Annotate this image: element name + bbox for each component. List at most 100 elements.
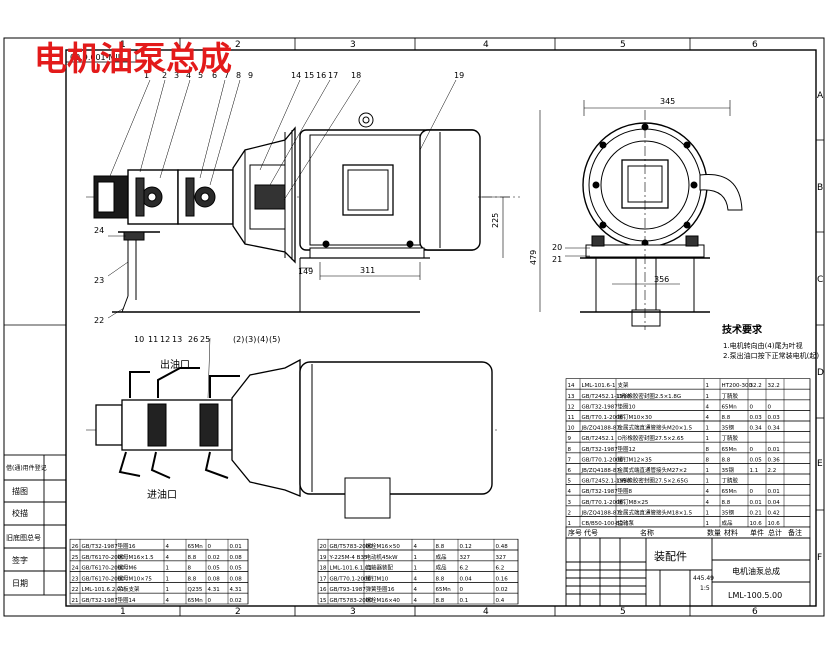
- bom-cell: 1: [706, 394, 710, 400]
- bom-cell: 垫圈14: [118, 596, 136, 604]
- svg-text:22: 22: [94, 316, 104, 325]
- bom-cell: 65Mn: [722, 447, 738, 453]
- svg-text:8: 8: [236, 71, 241, 80]
- bom-cell: GB/T6170-2000: [82, 576, 126, 582]
- svg-text:电机油泵总成: 电机油泵总成: [732, 566, 780, 576]
- bom-cell: 螺钉M10: [366, 574, 389, 582]
- zone-numbers-bottom: 1 2 3 4 5 6: [120, 607, 758, 617]
- bom-cell: 0.36: [768, 457, 781, 463]
- bom-cell: 14: [568, 383, 575, 389]
- svg-text:6: 6: [752, 40, 758, 50]
- bom-cell: 0.03: [768, 415, 781, 421]
- svg-text:LML-100.5.00: LML-100.5.00: [728, 591, 782, 600]
- svg-text:E: E: [817, 459, 823, 469]
- bom-cell: 4: [166, 544, 170, 550]
- bom-cell: GB/T32-1987: [82, 544, 119, 550]
- bom-cell: 4: [166, 598, 170, 604]
- bom-cell: 8.8: [722, 415, 731, 421]
- bom-cell: 35钢: [722, 508, 735, 516]
- bom-cell: 8.8: [722, 500, 731, 506]
- svg-text:3: 3: [174, 71, 179, 80]
- bom-cell: GB/T2452.1: [582, 436, 615, 442]
- svg-text:9: 9: [248, 71, 253, 80]
- bom-cell: GB/T32-1987: [82, 598, 119, 604]
- bom-cell: 0.04: [768, 500, 781, 506]
- bom-cell: LML-101.6-1: [582, 383, 616, 389]
- sheet-inner-border: [65, 49, 817, 607]
- bom-cell: GB/T6170-2000: [82, 566, 126, 572]
- front-view: [565, 100, 743, 330]
- svg-text:技术要求: 技术要求: [722, 323, 763, 336]
- svg-text:备注: 备注: [788, 528, 802, 537]
- side-view: [86, 79, 541, 319]
- bom-cell: 21: [72, 598, 79, 604]
- svg-text:B: B: [817, 183, 823, 193]
- overlay-title: 电机油泵总成: [34, 39, 232, 78]
- svg-text:1: 1: [144, 71, 149, 80]
- svg-text:24: 24: [94, 226, 104, 235]
- bom-cell: 8.8: [436, 544, 445, 550]
- bom-cell: 0: [208, 598, 212, 604]
- zone-letters-right: A B C D E F: [817, 91, 824, 563]
- svg-text:单件: 单件: [750, 528, 764, 537]
- bom-cell: 1: [706, 383, 710, 389]
- bom-cell: 65Mn: [722, 489, 738, 495]
- bom-cell: 0.4: [496, 598, 505, 604]
- title-block: [565, 537, 811, 607]
- svg-text:(3): (3): [245, 335, 256, 344]
- svg-text:20: 20: [552, 243, 562, 252]
- bom-cell: 螺栓M16×40: [366, 596, 401, 604]
- svg-text:17: 17: [328, 71, 338, 80]
- svg-text:445.49: 445.49: [693, 575, 714, 582]
- bom-cell: 1: [166, 587, 170, 593]
- bom-cell: 丁腈胶: [722, 392, 739, 400]
- svg-text:日期: 日期: [12, 579, 28, 588]
- svg-text:C: C: [817, 275, 823, 285]
- bom-cell: JB/ZQ4188-87: [581, 468, 621, 474]
- bom-cell: 垫圈8: [618, 487, 633, 495]
- bom-cell: GB/T2452.1-1990: [582, 394, 631, 400]
- bom-cell: 4.31: [230, 587, 242, 593]
- bom-cell: 0.02: [208, 555, 220, 561]
- bom-cell: 8.8: [436, 576, 445, 582]
- bom-cell: 4: [414, 544, 418, 550]
- svg-text:6: 6: [212, 71, 217, 80]
- bom-cell: 成品: [436, 564, 448, 572]
- svg-text:311: 311: [360, 266, 375, 275]
- svg-text:26: 26: [188, 335, 198, 344]
- bom-cell: 32.2: [750, 383, 762, 389]
- svg-text:3: 3: [350, 607, 356, 617]
- svg-text:21: 21: [552, 255, 562, 264]
- svg-text:4: 4: [186, 71, 191, 80]
- bom-cell: 4: [706, 415, 710, 421]
- bom-cell: 65Mn: [188, 544, 204, 550]
- bom-cell: 0.05: [750, 457, 763, 463]
- svg-text:19: 19: [454, 71, 464, 80]
- bom-cell: GB/T32-1987: [582, 489, 619, 495]
- dimension-labels-front: 345 356 20 21: [552, 97, 675, 284]
- svg-text:5: 5: [620, 40, 626, 50]
- svg-text:3: 3: [350, 40, 356, 50]
- bom-cell: 丁腈胶: [722, 434, 739, 442]
- plan-view-labels: 10 11 12 13 26 25 (2) (3) (4) (5) 出油口 进油…: [134, 335, 280, 501]
- bom-cell: 8: [706, 457, 710, 463]
- bom-cell: 1: [706, 479, 710, 485]
- bom-cell: 金属式端直通管接头M18×1.5: [618, 508, 693, 516]
- bom-cell: 6.2: [496, 566, 505, 572]
- bom-cell: 10.6: [750, 521, 763, 527]
- bom-cell: 19: [320, 555, 327, 561]
- bom-cell: GB/T5783-2000: [330, 598, 374, 604]
- bom-cell: 0.04: [460, 576, 473, 582]
- zone-ticks: [4, 38, 824, 616]
- bom-cell: 垫圈12: [618, 445, 636, 453]
- bom-cell: 6.2: [460, 566, 469, 572]
- bom-cell: 0.03: [750, 415, 763, 421]
- bom-cell: 螺母M16×1.5: [118, 553, 155, 561]
- bom-cell: 0.21: [750, 510, 762, 516]
- bom-cell: 0: [460, 587, 464, 593]
- svg-text:旧底图总号: 旧底图总号: [6, 533, 41, 542]
- bom-cell: 0.08: [208, 576, 221, 582]
- drawing-number-top: 00.9.001-MIJ: [70, 53, 120, 62]
